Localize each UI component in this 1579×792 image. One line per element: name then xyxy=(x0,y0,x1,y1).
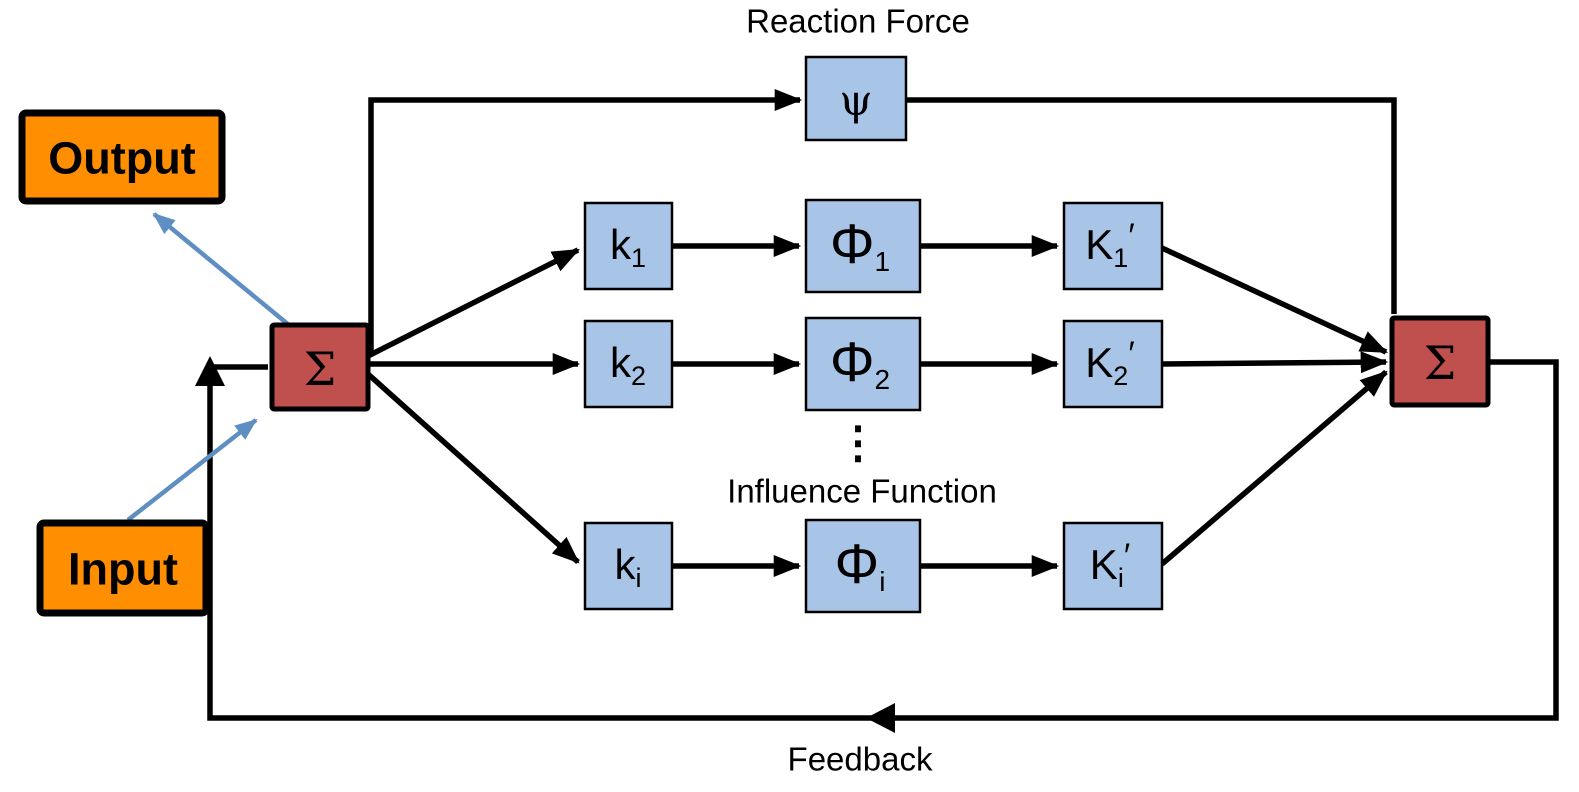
K2-base: K xyxy=(1085,339,1113,386)
psi-box xyxy=(804,55,908,142)
converge-Ki-sum xyxy=(1160,369,1388,567)
K1-box xyxy=(1062,201,1164,291)
k2-base: k xyxy=(610,339,632,386)
right-sum-box xyxy=(1389,315,1491,408)
reaction-line-left xyxy=(368,89,803,356)
K1-label: K1′ xyxy=(1085,217,1134,273)
k1-base: k xyxy=(610,221,632,268)
left-sum-box xyxy=(269,322,371,412)
ki-label: ki xyxy=(615,541,642,594)
node-Ki: Ki′ xyxy=(1062,521,1164,611)
k1-label: k1 xyxy=(610,221,646,274)
ki-box xyxy=(583,521,674,611)
feedback-left-arrowhead-icon xyxy=(866,703,895,733)
node-left-sum: Σ xyxy=(269,322,371,412)
io-arrows xyxy=(126,212,297,522)
arrow-input-to-sum xyxy=(126,418,258,522)
k1-sub: 1 xyxy=(631,243,646,273)
influence-function-label: Influence Function xyxy=(727,473,997,510)
phi2-box xyxy=(804,316,922,412)
k2-label: k2 xyxy=(610,339,646,392)
phi1-label: Φ1 xyxy=(830,212,890,277)
psi-label: ψ xyxy=(840,76,873,125)
node-k1: k1 xyxy=(583,201,674,291)
fanout-to-k1 xyxy=(366,247,580,359)
phi2-label: Φ2 xyxy=(830,330,890,395)
node-phi2: Φ2 xyxy=(804,316,922,412)
node-K1: K1′ xyxy=(1062,201,1164,291)
phi2-base: Φ xyxy=(830,330,875,393)
node-phii: Φi xyxy=(804,518,922,614)
converge-K2-sum xyxy=(1161,351,1389,374)
output-label: Output xyxy=(48,133,195,184)
phi1-box xyxy=(804,198,922,294)
phi1-sub: 1 xyxy=(875,246,891,277)
output-box xyxy=(18,109,226,205)
left-sum-label: Σ xyxy=(304,342,337,396)
ellipsis-dots: ⋮ xyxy=(836,419,880,468)
K2-label: K2′ xyxy=(1085,335,1134,391)
node-input: Input xyxy=(36,519,210,617)
k2-box xyxy=(583,319,674,409)
node-K2: K2′ xyxy=(1062,319,1164,409)
phi1-base: Φ xyxy=(830,212,875,275)
Ki-sub: i xyxy=(1118,563,1124,593)
Ki-box xyxy=(1062,521,1164,611)
node-ki: ki xyxy=(583,521,674,611)
feedback-label: Feedback xyxy=(788,741,933,778)
right-sum-label: Σ xyxy=(1424,336,1457,390)
node-k2: k2 xyxy=(583,319,674,409)
feedback-line xyxy=(207,359,1559,721)
reaction-force-label: Reaction Force xyxy=(746,3,970,40)
node-right-sum: Σ xyxy=(1389,315,1491,408)
feedback-up-arrowhead-icon xyxy=(195,356,225,386)
ki-sub: i xyxy=(636,563,642,593)
K1-sub: 1 xyxy=(1113,243,1128,273)
ki-base: k xyxy=(615,541,637,588)
node-output: Output xyxy=(18,109,226,205)
K1-base: K xyxy=(1085,221,1113,268)
Ki-base: K xyxy=(1090,541,1118,588)
input-label: Input xyxy=(68,544,178,595)
k2-sub: 2 xyxy=(631,361,646,391)
phii-base: Φ xyxy=(835,532,880,595)
K2-box xyxy=(1062,319,1164,409)
Ki-label: Ki′ xyxy=(1090,537,1130,593)
phii-sub: i xyxy=(879,566,885,597)
K1-prime: ′ xyxy=(1128,217,1134,255)
node-psi: ψ xyxy=(804,55,908,142)
converge-K1-sum xyxy=(1160,245,1388,355)
K2-sub: 2 xyxy=(1113,361,1128,391)
connector-lines xyxy=(207,89,1559,721)
phii-box xyxy=(804,518,922,614)
reaction-line-right xyxy=(906,97,1397,314)
phii-label: Φi xyxy=(835,532,886,597)
Ki-prime: ′ xyxy=(1124,537,1130,575)
input-box xyxy=(36,519,210,617)
K2-prime: ′ xyxy=(1128,335,1134,373)
k1-box xyxy=(583,201,674,291)
node-phi1: Φ1 xyxy=(804,198,922,294)
phi2-sub: 2 xyxy=(875,364,891,395)
arrow-sum-to-output xyxy=(152,212,297,332)
fanout-to-ki xyxy=(366,371,580,565)
